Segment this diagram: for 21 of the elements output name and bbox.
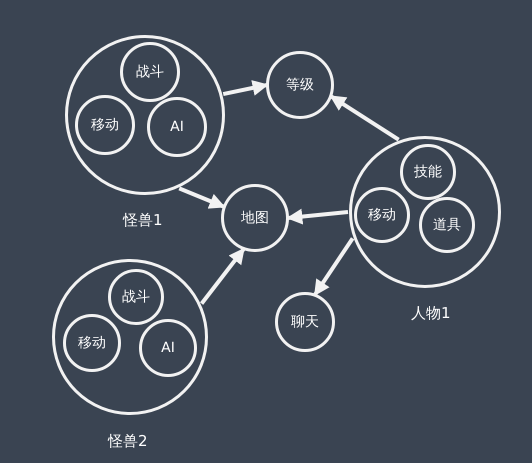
- group-title: 怪兽1: [123, 211, 163, 230]
- circle-node: 移动: [63, 314, 121, 372]
- arrow: [178, 186, 226, 209]
- circle-node: AI: [147, 97, 207, 157]
- circle-node: 移动: [354, 187, 410, 243]
- circle-node: 地图: [221, 184, 289, 252]
- circle-node: 聊天: [275, 292, 335, 352]
- arrow: [286, 208, 348, 225]
- circle-node: 战斗: [108, 269, 164, 325]
- group-title: 人物1: [411, 304, 451, 323]
- circle-node: AI: [139, 319, 197, 377]
- circle-node: 道具: [419, 197, 475, 253]
- arrow: [313, 237, 354, 296]
- circle-node: 战斗: [120, 42, 180, 102]
- circle-node: 技能: [400, 144, 456, 200]
- group-title: 怪兽2: [108, 432, 148, 451]
- circle-node: 移动: [75, 95, 135, 155]
- arrow: [222, 80, 269, 96]
- arrow: [200, 248, 246, 305]
- arrow: [330, 94, 400, 142]
- circle-node: 等级: [266, 51, 334, 119]
